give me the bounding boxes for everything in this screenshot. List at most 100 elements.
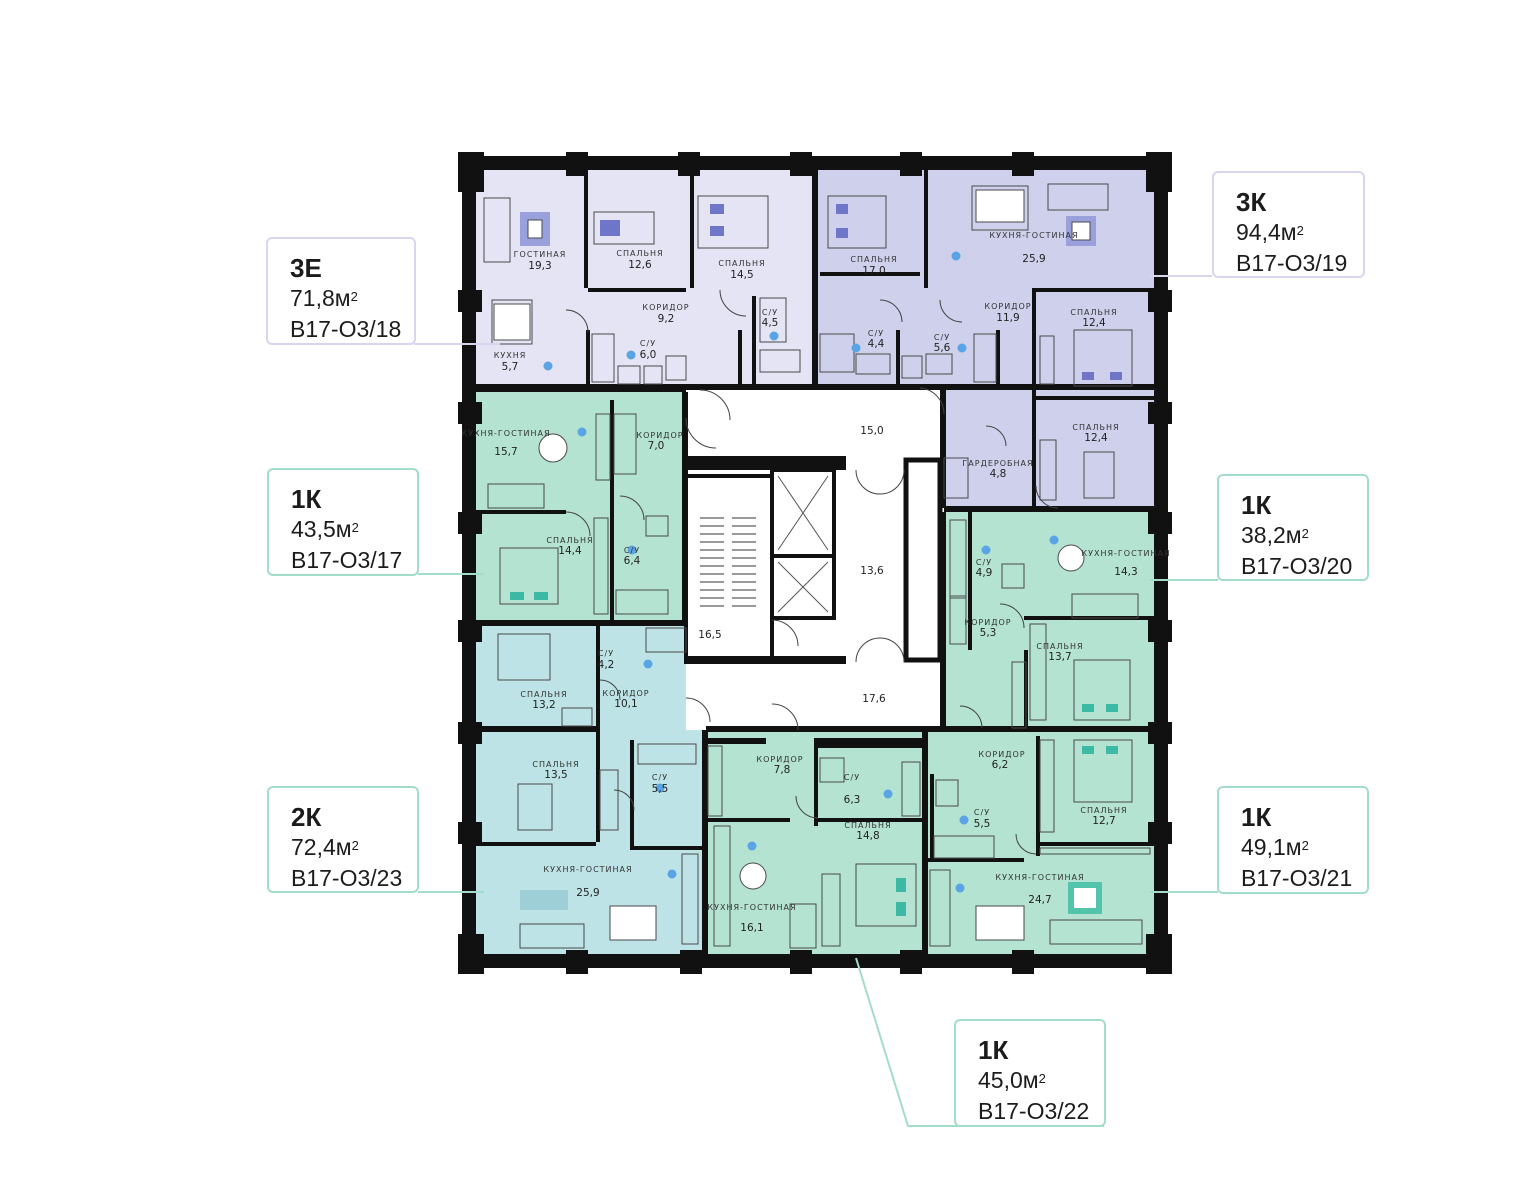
- room-area: 19,3: [528, 260, 551, 272]
- room-area: 6,3: [844, 794, 861, 806]
- apartment-callout-2k[interactable]: 2К 72,4м2 В17-О3/23: [267, 786, 419, 893]
- apartment-area: 71,8м: [290, 285, 351, 311]
- room-label: СПАЛЬНЯ: [850, 255, 897, 264]
- apartment-code: В17-О3/21: [1241, 865, 1353, 891]
- room-label: КОРИДОР: [756, 755, 803, 764]
- room-area: 14,3: [1114, 566, 1137, 578]
- core-wall-top: [686, 456, 846, 470]
- stair-steps: [700, 517, 756, 607]
- area-unit-superscript: 2: [1296, 223, 1304, 238]
- room-area: 10,1: [614, 698, 637, 710]
- apartment-area: 38,2м: [1241, 522, 1302, 548]
- room-label: С/У: [598, 649, 614, 658]
- apt-3e-fill: [476, 170, 816, 388]
- common-area: 16,5: [698, 629, 721, 641]
- common-area: 13,6: [860, 565, 884, 577]
- area-unit-superscript: 2: [351, 520, 359, 535]
- room-area: 16,1: [740, 922, 763, 934]
- apartment-code: В17-О3/18: [290, 316, 402, 342]
- water-drops: [543, 251, 1059, 893]
- apt-3k-fill-lower: [944, 388, 1154, 506]
- room-label: С/У: [974, 808, 990, 817]
- furniture: [483, 183, 1151, 949]
- room-label: ГАРДЕРОБНАЯ: [962, 459, 1033, 468]
- room-label: СПАЛЬНЯ: [520, 690, 567, 699]
- door-swings: [565, 289, 1059, 855]
- room-label: СПАЛЬНЯ: [546, 536, 593, 545]
- room-area: 7,0: [648, 440, 665, 452]
- room-area: 6,4: [624, 555, 641, 567]
- apartment-callout-3e[interactable]: 3Е 71,8м2 В17-О3/18: [266, 237, 416, 345]
- room-label: КУХНЯ-ГОСТИНАЯ: [1081, 549, 1170, 558]
- area-unit-superscript: 2: [351, 838, 359, 853]
- elevator-cross: [777, 475, 829, 551]
- room-area: 25,9: [1022, 253, 1045, 265]
- dining-tables: [493, 189, 1085, 941]
- apartment-callout-1k-20[interactable]: 1К 38,2м2 В17-О3/20: [1217, 474, 1369, 581]
- room-area: 15,7: [494, 446, 517, 458]
- room-label: КУХНЯ-ГОСТИНАЯ: [461, 429, 550, 438]
- room-area: 11,9: [996, 312, 1019, 324]
- apartment-area: 72,4м: [291, 834, 352, 860]
- room-label: С/У: [844, 773, 860, 782]
- core: [684, 388, 944, 730]
- apartment-code: В17-О3/23: [291, 865, 403, 891]
- room-label: КОРИДОР: [978, 750, 1025, 759]
- apartment-type: 3Е: [290, 253, 322, 283]
- room-area: 5,5: [652, 783, 669, 795]
- room-label: КОРИДОР: [636, 431, 683, 440]
- room-area: 5,5: [974, 818, 991, 830]
- room-area: 9,2: [658, 313, 675, 325]
- walls: [458, 152, 1172, 974]
- apartment-code: В17-О3/22: [978, 1098, 1090, 1124]
- room-area: 5,7: [502, 361, 519, 373]
- common-area: 15,0: [860, 425, 883, 437]
- room-area: 4,5: [762, 317, 779, 329]
- apartment-type: 1К: [978, 1035, 1009, 1065]
- room-label: КУХНЯ-ГОСТИНАЯ: [989, 231, 1078, 240]
- room-label: КОРИДОР: [964, 618, 1011, 627]
- room-area: 7,8: [774, 764, 791, 776]
- apartment-area: 45,0м: [978, 1067, 1039, 1093]
- room-label: КУХНЯ-ГОСТИНАЯ: [543, 865, 632, 874]
- apt-2k-fill: [476, 624, 706, 954]
- room-label: КОРИДОР: [602, 689, 649, 698]
- room-area: 4,9: [976, 567, 993, 579]
- room-area: 6,0: [640, 349, 657, 361]
- room-label: С/У: [624, 546, 640, 555]
- elevator-cross: [777, 561, 829, 613]
- apartment-type: 3К: [1236, 187, 1267, 217]
- common-area: 17,6: [862, 693, 886, 705]
- apartment-area: 94,4м: [1236, 219, 1297, 245]
- room-label: СПАЛЬНЯ: [532, 760, 579, 769]
- room-labels: ГОСТИНАЯ 19,3 СПАЛЬНЯ 12,6 СПАЛЬНЯ 14,5 …: [461, 231, 1170, 934]
- room-label: КУХНЯ-ГОСТИНАЯ: [995, 873, 1084, 882]
- room-area: 24,7: [1028, 894, 1051, 906]
- room-area: 13,5: [544, 769, 567, 781]
- apartment-callout-1k-17[interactable]: 1К 43,5м2 В17-О3/17: [267, 468, 419, 576]
- room-label: С/У: [762, 308, 778, 317]
- area-unit-superscript: 2: [350, 289, 358, 304]
- apartment-callout-3k[interactable]: 3К 94,4м2 В17-О3/19: [1212, 171, 1365, 278]
- room-label: С/У: [868, 329, 884, 338]
- apartment-callout-1k-22[interactable]: 1К 45,0м2 В17-О3/22: [954, 1019, 1106, 1127]
- core-wall-bottom: [686, 656, 846, 664]
- room-area: 25,9: [576, 887, 599, 899]
- room-label: ГОСТИНАЯ: [514, 250, 567, 259]
- apartment-callout-1k-21[interactable]: 1К 49,1м2 В17-О3/21: [1217, 786, 1369, 894]
- room-area: 14,5: [730, 269, 753, 281]
- stair-shaft: [684, 474, 774, 664]
- common-area-labels: 15,0 13,6 16,5 17,6: [698, 425, 886, 705]
- room-area: 12,4: [1082, 317, 1106, 329]
- apartment-code: В17-О3/20: [1241, 553, 1353, 579]
- room-area: 5,3: [980, 627, 997, 639]
- room-label: КОРИДОР: [984, 302, 1031, 311]
- room-area: 12,7: [1092, 815, 1115, 827]
- room-area: 12,6: [628, 259, 652, 271]
- room-area: 12,4: [1084, 432, 1108, 444]
- room-label: СПАЛЬНЯ: [718, 259, 765, 268]
- room-label: КУХНЯ: [494, 351, 527, 360]
- room-area: 17,0: [862, 265, 885, 277]
- room-label: СПАЛЬНЯ: [616, 249, 663, 258]
- apartment-type: 1К: [291, 484, 322, 514]
